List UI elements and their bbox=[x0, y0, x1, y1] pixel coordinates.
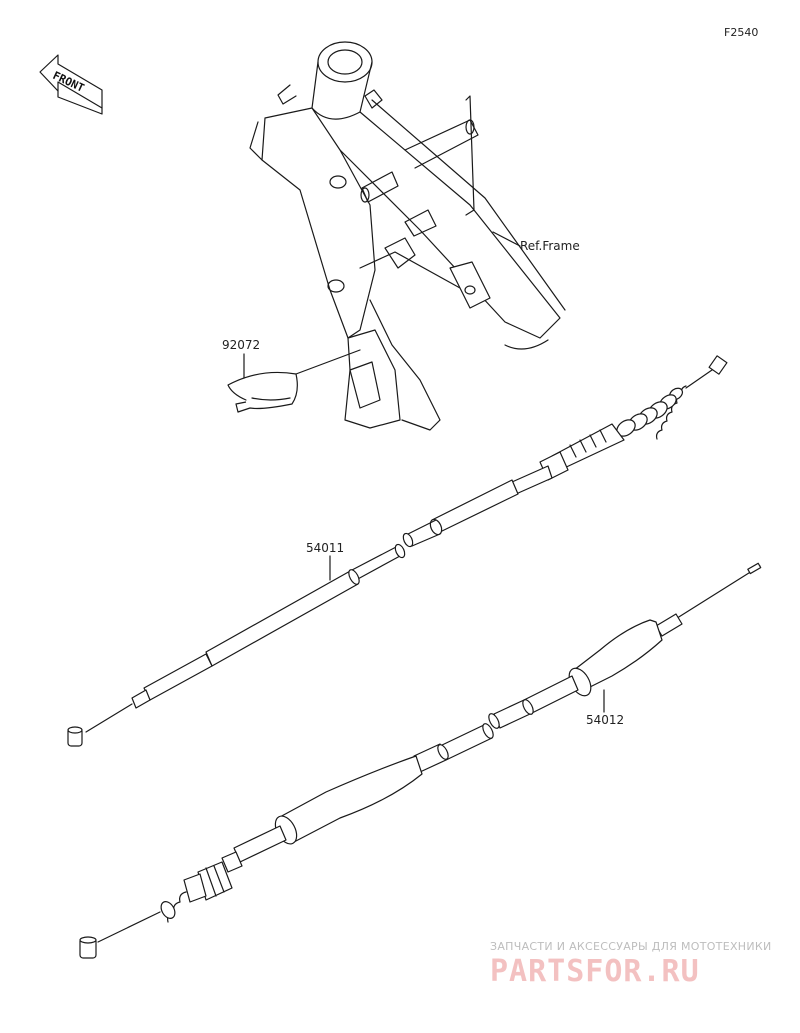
watermark-tagline: ЗАПЧАСТИ И АКСЕССУАРЫ ДЛЯ МОТОТЕХНИКИ bbox=[490, 940, 772, 953]
cable-54011 bbox=[67, 355, 728, 747]
part-number-92072: 92072 bbox=[222, 338, 260, 352]
clamp-band-92072 bbox=[227, 349, 361, 413]
cable-54012 bbox=[79, 562, 762, 959]
part-number-54011: 54011 bbox=[306, 541, 344, 555]
part-number-54012: 54012 bbox=[586, 713, 624, 727]
figure-number: F2540 bbox=[724, 26, 758, 39]
watermark-logo: PARTSFOR.RU bbox=[490, 954, 700, 989]
ref-frame-label: Ref.Frame bbox=[520, 239, 580, 253]
frame-drawing bbox=[249, 41, 566, 431]
front-arrow-icon: FRONT bbox=[39, 54, 103, 115]
